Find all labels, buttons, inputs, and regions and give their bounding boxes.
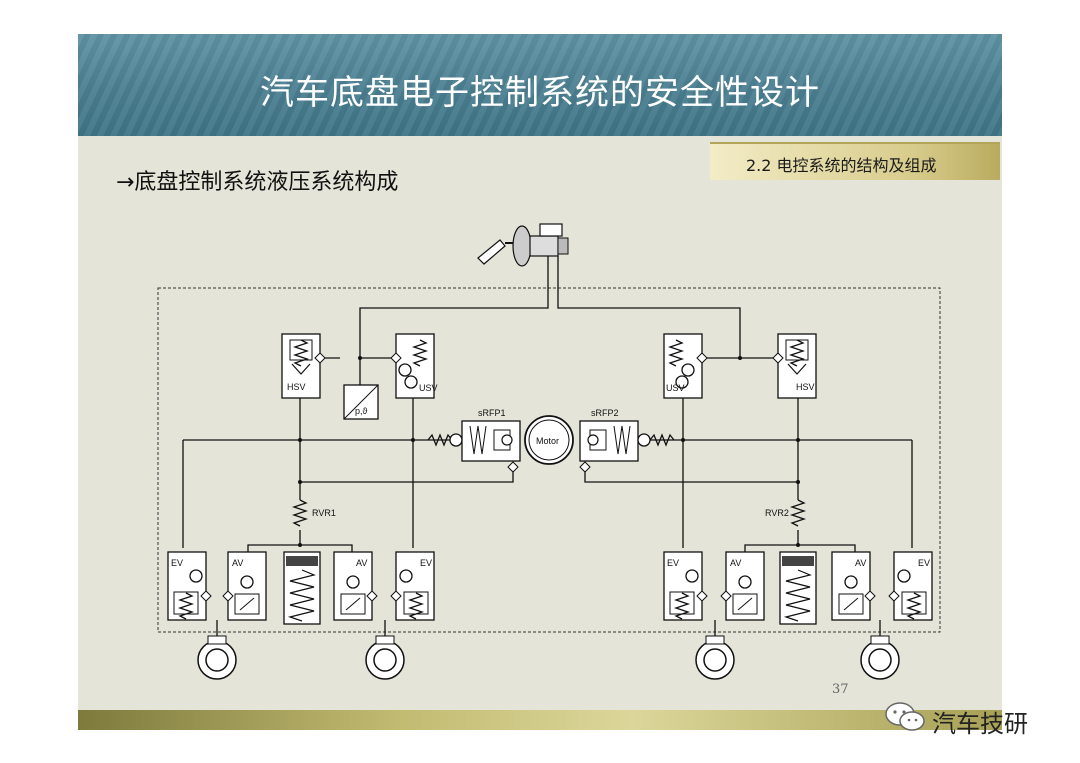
hcu-boundary [157, 287, 941, 633]
valve-ev-rr: EV [888, 551, 933, 621]
valve-ev-fl: EV [167, 551, 212, 621]
brand-watermark: 汽车技研 [884, 700, 1054, 738]
junction-dots [298, 356, 800, 547]
label-usv-left: USV [419, 383, 438, 393]
slide-header [78, 34, 1002, 136]
slide-footer-bar [78, 710, 1002, 730]
label-ev-fr: EV [420, 558, 432, 568]
valve-usv-left: USV [390, 333, 438, 399]
valve-av-fl: AV [222, 551, 267, 621]
valve-av-rr: AV [831, 551, 876, 621]
label-rvr1: RVR1 [312, 508, 336, 518]
slide-title: 汽车底盘电子控制系统的安全性设计 [260, 73, 820, 113]
brake-pedal-master-cylinder [477, 223, 569, 267]
label-ev-rr: EV [918, 558, 930, 568]
pump-srfp1: sRFP1 [427, 408, 521, 473]
valve-hsv-left: HSV [281, 333, 326, 399]
label-av-fl: AV [232, 558, 243, 568]
wheel-brake-fr [365, 635, 405, 680]
section-tag: 2.2 电控系统的结构及组成 [710, 142, 1000, 180]
label-srfp2: sRFP2 [591, 408, 619, 418]
wheel-brake-fl [197, 635, 237, 680]
label-ev-fl: EV [171, 558, 183, 568]
label-av-rr: AV [855, 558, 866, 568]
valve-ev-rl: EV [663, 551, 708, 621]
wheel-brake-rr [860, 635, 900, 680]
valve-av-rl: AV [720, 551, 765, 621]
label-hsv-right: HSV [796, 382, 815, 392]
label-rvr2: RVR2 [765, 508, 789, 518]
pressure-sensor: p,ϑ [343, 384, 379, 420]
relief-valve-rvr2: RVR2 [765, 499, 805, 527]
label-av-fr: AV [356, 558, 367, 568]
valve-hsv-right: HSV [772, 333, 817, 399]
valve-ev-fr: EV [390, 551, 435, 621]
label-sensor: p,ϑ [355, 406, 368, 416]
label-hsv-left: HSV [287, 382, 306, 392]
accumulator-right [779, 551, 817, 625]
wechat-icon [885, 702, 925, 731]
motor: Motor [524, 415, 574, 465]
label-srfp1: sRFP1 [478, 408, 506, 418]
relief-valve-rvr1: RVR1 [293, 499, 336, 527]
wheel-brake-rl [695, 635, 735, 680]
slide-subtitle: →底盘控制系统液压系统构成 [116, 170, 399, 195]
accumulator-left [283, 551, 321, 625]
pump-srfp2: sRFP2 [579, 408, 675, 473]
section-label: 2.2 电控系统的结构及组成 [746, 156, 937, 175]
label-motor: Motor [536, 436, 559, 446]
label-av-rl: AV [730, 558, 741, 568]
label-ev-rl: EV [667, 558, 679, 568]
page-number: 37 [832, 682, 849, 697]
valve-av-fr: AV [333, 551, 378, 621]
valve-usv-right: USV [663, 333, 708, 399]
brand-name: 汽车技研 [932, 710, 1028, 738]
hydraulic-lines [182, 256, 913, 640]
label-usv-right: USV [666, 383, 685, 393]
